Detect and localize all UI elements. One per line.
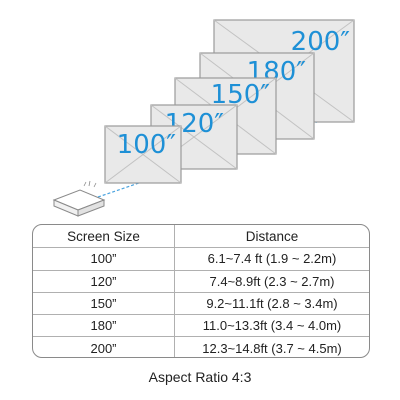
projector-icon [52, 180, 106, 217]
aspect-ratio-caption: Aspect Ratio 4:3 [148, 369, 252, 385]
cell-screen-size: 100” [33, 248, 175, 270]
screen-label-200: 200″ [291, 27, 351, 57]
table-row: 100” 6.1~7.4 ft (1.9 ~ 2.2m) [33, 247, 369, 270]
cell-distance: 7.4~8.9ft (2.3 ~ 2.7m) [209, 273, 335, 289]
projection-diagram: 200″ 180″ 150″ 120″ 100″ [52, 19, 355, 217]
screen-label-100: 100″ [117, 130, 177, 160]
screen-100: 100″ [104, 125, 182, 184]
table-row: 180” 11.0~13.3ft (3.4 ~ 4.0m) [33, 314, 369, 337]
table-row: 200” 12.3~14.8ft (3.7 ~ 4.5m) [33, 336, 369, 357]
distance-table: Screen Size Distance 100” 6.1~7.4 ft (1.… [32, 224, 370, 358]
cell-distance: 9.2~11.1ft (2.8 ~ 3.4m) [206, 296, 338, 312]
header-screen-size: Screen Size [33, 225, 175, 248]
header-distance: Distance [245, 228, 299, 244]
cell-distance: 12.3~14.8ft (3.7 ~ 4.5m) [202, 340, 342, 356]
table-header-row: Screen Size Distance [33, 225, 369, 248]
cell-screen-size: 180” [33, 315, 175, 337]
cell-distance: 11.0~13.3ft (3.4 ~ 4.0m) [202, 318, 342, 334]
cell-screen-size: 120” [33, 270, 175, 292]
cell-screen-size: 150” [33, 292, 175, 315]
table-row: 120” 7.4~8.9ft (2.3 ~ 2.7m) [33, 269, 369, 292]
table-row: 150” 9.2~11.1ft (2.8 ~ 3.4m) [33, 291, 369, 315]
cell-distance: 6.1~7.4 ft (1.9 ~ 2.2m) [207, 251, 337, 267]
cell-screen-size: 200” [33, 337, 175, 357]
